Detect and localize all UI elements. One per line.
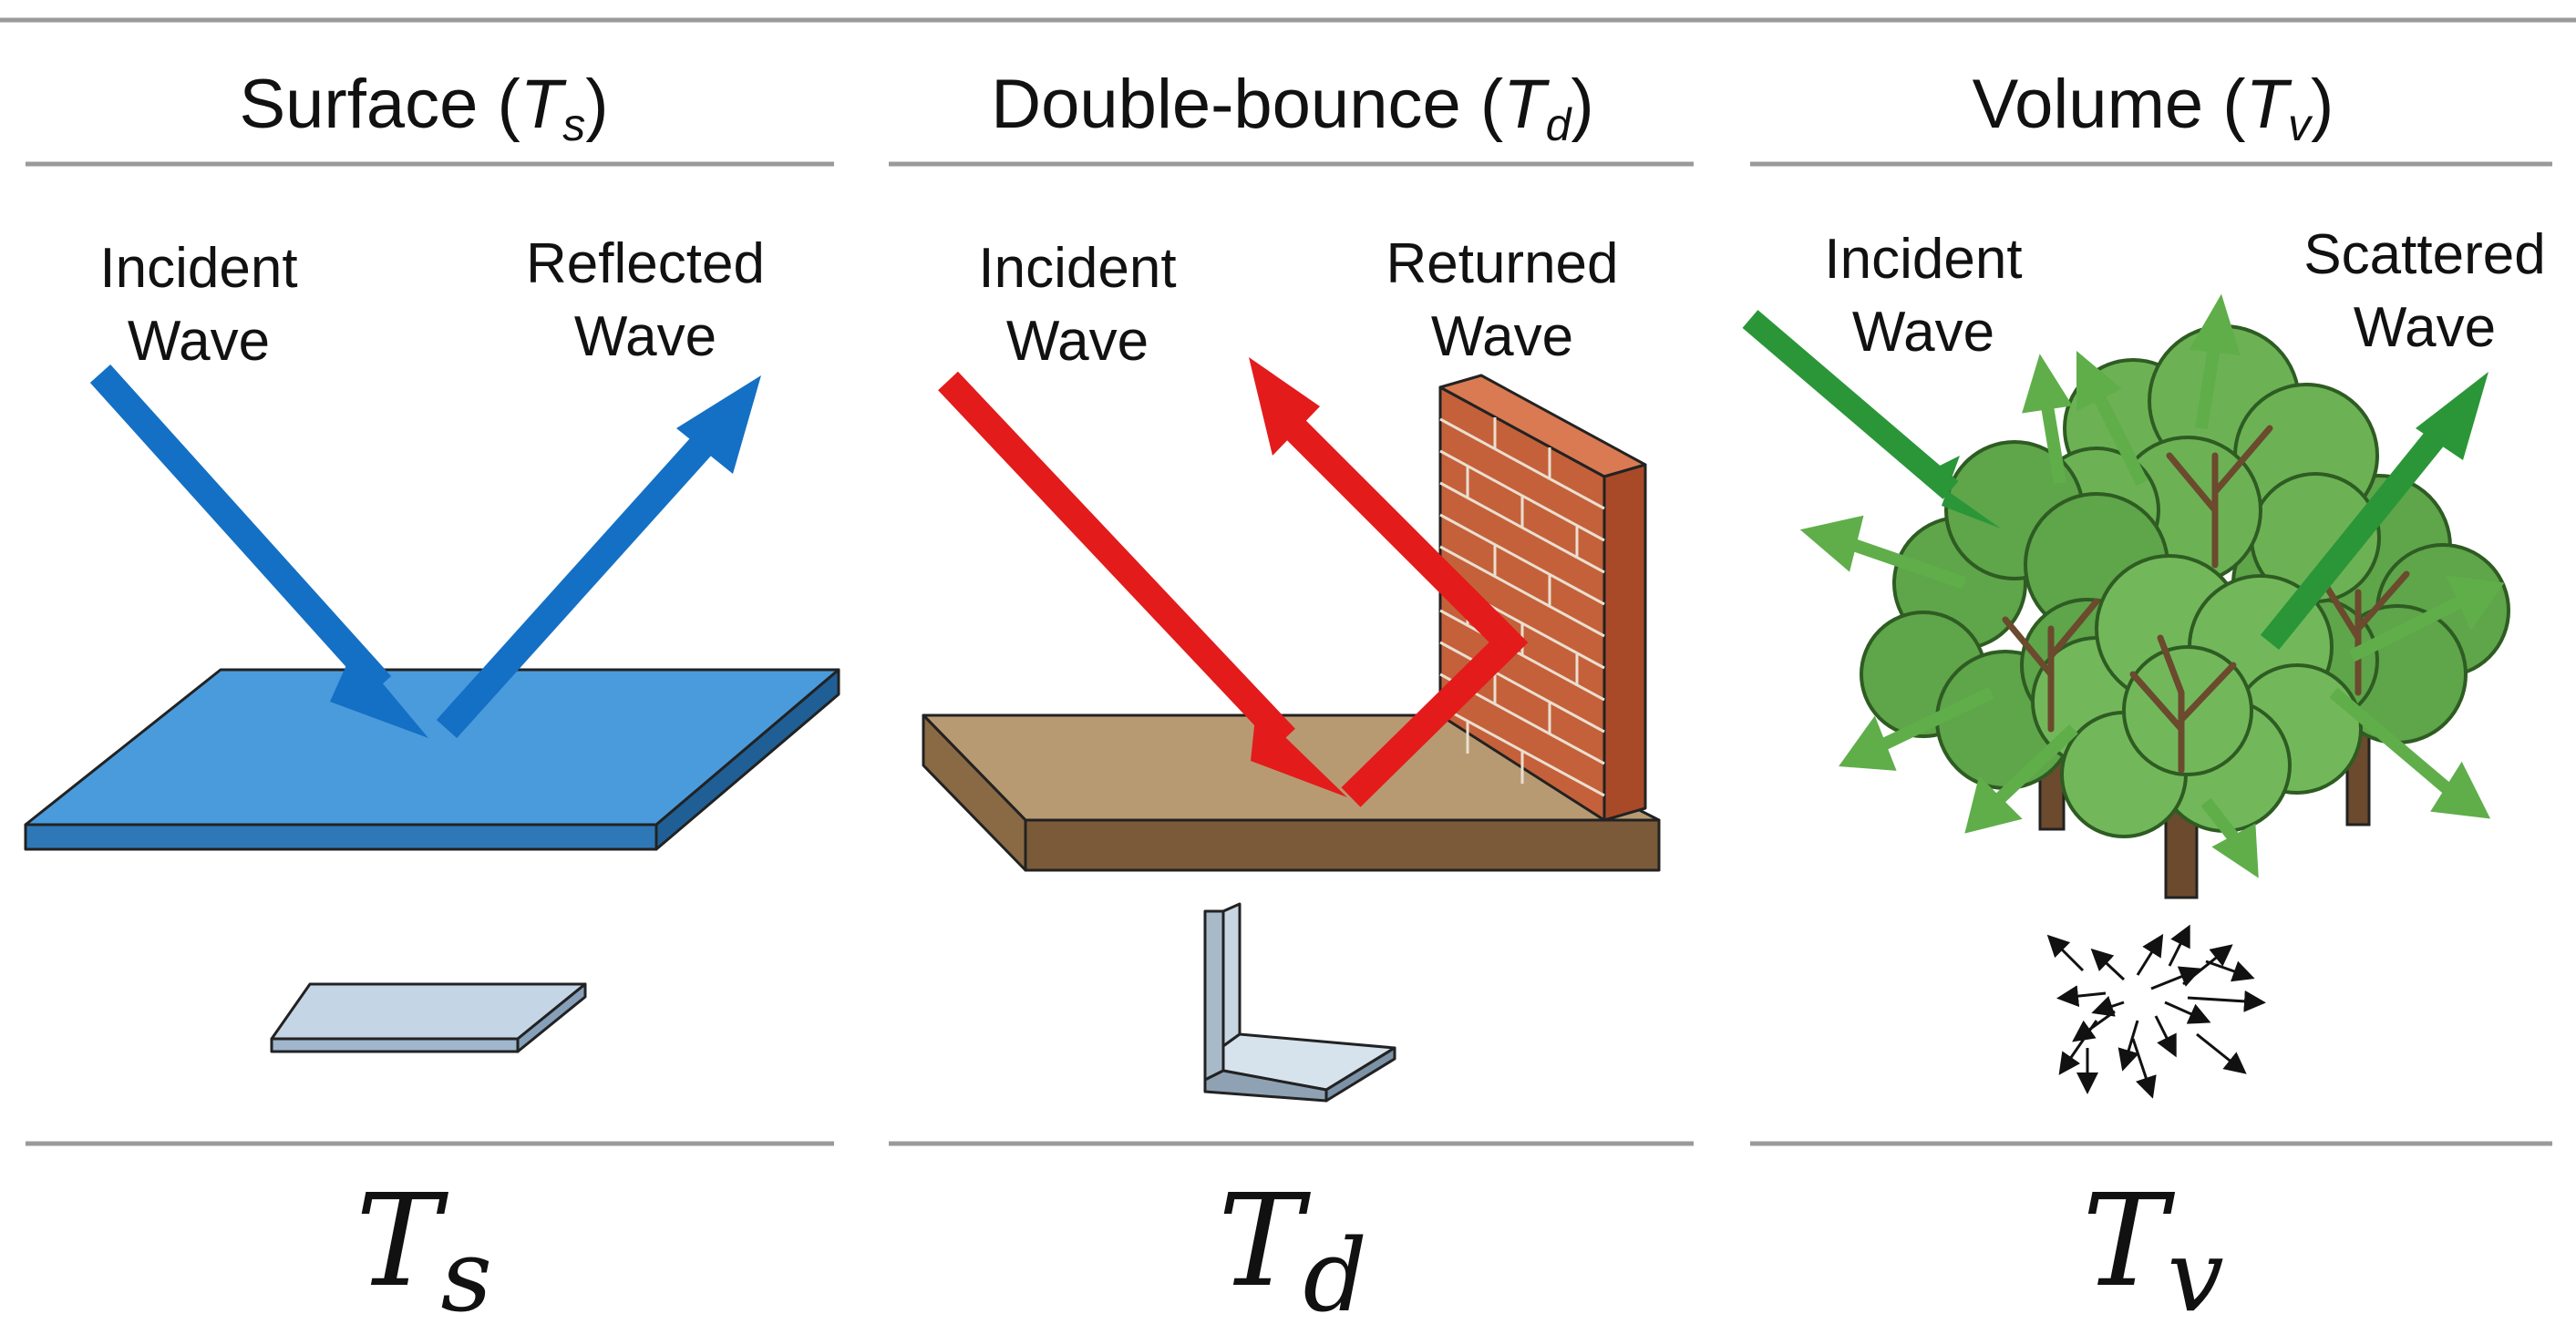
double-bounce-returned-arrow xyxy=(1249,357,1529,807)
dihedral-corner-icon xyxy=(1203,902,1396,1103)
symbol-ts: Ts xyxy=(355,1167,492,1324)
double-bounce-incident-arrow xyxy=(938,371,1347,797)
brick-wall xyxy=(1438,374,1647,822)
surface-reflected-arrow xyxy=(436,375,761,739)
panel-title-surface: Surface (Ts) xyxy=(239,66,608,150)
volume-scattered-main-arrow xyxy=(2260,372,2488,651)
random-scatter-icon xyxy=(2046,924,2266,1099)
surface-slab xyxy=(24,668,840,851)
volume-scattered-arrows xyxy=(1799,293,2505,878)
symbol-tv: Tv xyxy=(2082,1167,2224,1324)
volume-incident-arrow xyxy=(1742,310,2001,529)
panel-title-volume: Volume (Tv) xyxy=(1973,66,2334,150)
surface-plate-icon xyxy=(270,982,587,1053)
tree-canopy xyxy=(1860,324,2510,899)
panel-title-double-bounce: Double-bounce (Td) xyxy=(991,66,1593,150)
surface-incident-arrow xyxy=(89,364,428,738)
symbol-td: Td xyxy=(1218,1167,1367,1324)
